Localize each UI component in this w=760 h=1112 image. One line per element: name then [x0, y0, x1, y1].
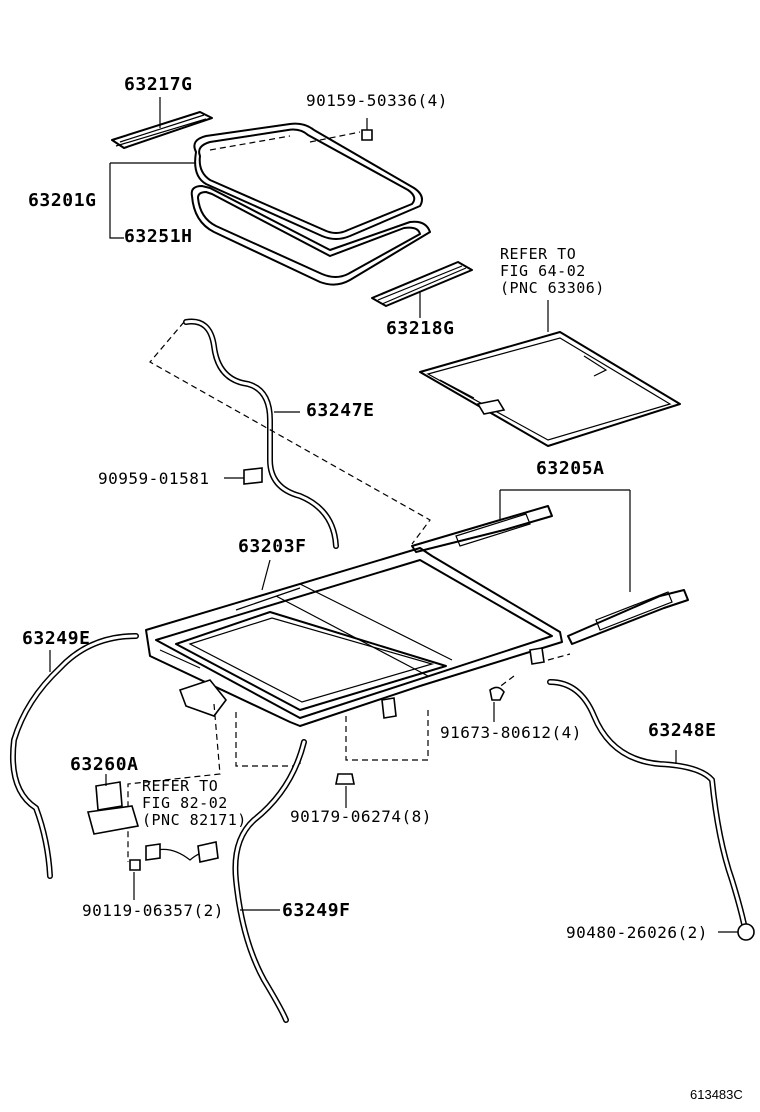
label-90159: 90159-50336(4) — [306, 91, 448, 110]
refer-note-line-1: REFER TO — [500, 245, 577, 263]
label-63205a: 63205A — [536, 458, 605, 479]
glass-panel-63201g-drawing — [110, 122, 423, 240]
drain-hose-63248e-drawing — [547, 679, 747, 927]
label-90179: 90179-06274(8) — [290, 807, 432, 826]
label-63248e: 63248E — [648, 720, 717, 741]
refer-note-63306: REFER TO FIG 64-02 (PNC 63306) — [500, 246, 605, 297]
drain-hose-63249f-drawing — [232, 739, 307, 1023]
label-63201g: 63201G — [28, 190, 97, 211]
seal-63251h-drawing — [190, 185, 431, 286]
label-63249f: 63249F — [282, 900, 351, 921]
refer-note-line-1: REFER TO — [142, 777, 219, 795]
label-90119: 90119-06357(2) — [82, 901, 224, 920]
drain-hose-63247e-drawing — [149, 318, 431, 549]
sunshade-drawing — [419, 300, 681, 447]
drain-hose-63249e-drawing — [10, 633, 139, 879]
clip-90959-drawing — [224, 467, 263, 485]
refer-note-line-3: (PNC 63306) — [500, 279, 605, 297]
label-63217g: 63217G — [124, 74, 193, 95]
label-63247e: 63247E — [306, 400, 375, 421]
drive-cable-63205a-drawing — [411, 489, 689, 645]
label-91673: 91673-80612(4) — [440, 723, 582, 742]
label-90959: 90959-01581 — [98, 469, 210, 488]
label-63203f: 63203F — [238, 536, 307, 557]
label-63260a: 63260A — [70, 754, 139, 775]
refer-note-82171: REFER TO FIG 82-02 (PNC 82171) — [142, 778, 247, 829]
deflector-63218g-drawing — [371, 261, 473, 318]
refer-note-line-3: (PNC 82171) — [142, 811, 247, 829]
label-63251h: 63251H — [124, 226, 193, 247]
label-63249e: 63249E — [22, 628, 91, 649]
figure-id: 613483C — [690, 1087, 743, 1102]
housing-frame-63203f-drawing — [145, 547, 563, 727]
screw-90159-drawing — [309, 118, 373, 143]
nut-90179-drawing — [335, 773, 355, 808]
label-63218g: 63218G — [386, 318, 455, 339]
bolt-91673-drawing — [489, 686, 505, 722]
label-90480: 90480-26026(2) — [566, 923, 708, 942]
refer-note-line-2: FIG 82-02 — [142, 794, 228, 812]
weatherstrip-63217g-drawing — [111, 97, 213, 149]
leader-63201g-63251h — [109, 163, 124, 239]
refer-note-line-2: FIG 64-02 — [500, 262, 586, 280]
clip-90480-drawing — [718, 923, 755, 941]
motor-63260a-drawing — [86, 774, 219, 900]
